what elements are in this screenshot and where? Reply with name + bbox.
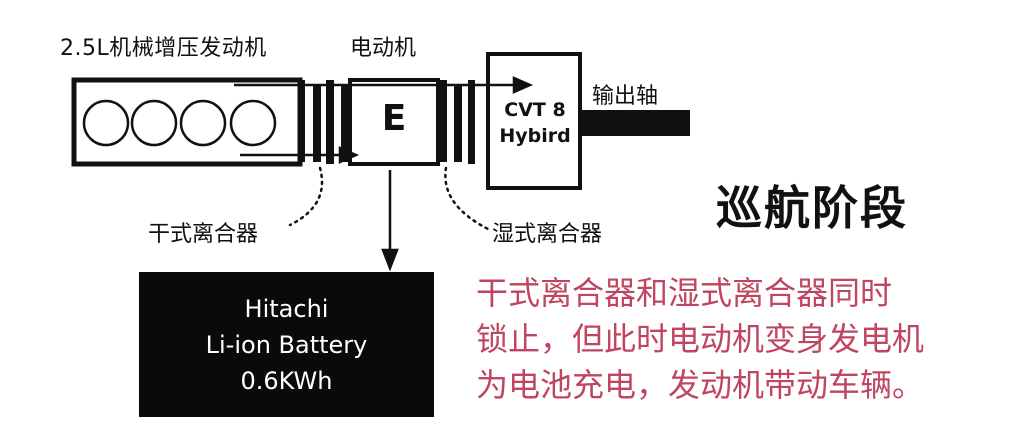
dry-clutch-plate-3 bbox=[326, 80, 334, 164]
wet-clutch-plate-1 bbox=[440, 80, 447, 162]
output-shaft-label: 输出轴 bbox=[592, 84, 659, 109]
motor-letter: E bbox=[381, 98, 407, 139]
stage-title: 巡航阶段 bbox=[716, 181, 908, 235]
wet-clutch-plates bbox=[440, 80, 475, 164]
cylinder-4 bbox=[229, 99, 277, 147]
dry-clutch-plate-1 bbox=[298, 80, 305, 162]
engine-cylinders bbox=[82, 99, 277, 147]
wet-clutch-plate-3 bbox=[468, 80, 475, 164]
dry-clutch-plate-2 bbox=[313, 84, 321, 162]
motor-label: 电动机 bbox=[350, 36, 417, 61]
power-flow-arrows bbox=[234, 76, 534, 272]
battery-line-1: Hitachi bbox=[244, 294, 329, 323]
cylinder-3 bbox=[179, 99, 227, 147]
description-line-2: 锁止，但此时电动机变身发电机 bbox=[476, 320, 925, 358]
dry-clutch-plate-4 bbox=[341, 84, 348, 162]
output-shaft bbox=[582, 110, 690, 136]
battery-line-2: Li-ion Battery bbox=[205, 330, 368, 359]
motor-to-battery-arrowhead bbox=[381, 248, 399, 272]
cvt-label-line-2: Hybird bbox=[499, 125, 571, 147]
description-line-3: 为电池充电，发动机带动车辆。 bbox=[476, 366, 925, 404]
cvt-box bbox=[486, 52, 582, 190]
wet-clutch-leader bbox=[444, 166, 492, 232]
cvt-label: CVT 8 Hybird bbox=[490, 97, 580, 149]
cylinder-2 bbox=[130, 99, 178, 147]
dry-clutch-label: 干式离合器 bbox=[148, 222, 259, 247]
description-line-1: 干式离合器和湿式离合器同时 bbox=[476, 274, 893, 312]
dry-clutch-plates bbox=[298, 80, 348, 164]
battery-line-3: 0.6KWh bbox=[240, 366, 333, 395]
cvt-label-line-1: CVT 8 bbox=[504, 99, 566, 121]
battery-box: Hitachi Li-ion Battery 0.6KWh bbox=[139, 272, 434, 417]
cylinder-1 bbox=[82, 99, 130, 147]
engine-to-motor-arrowhead bbox=[338, 146, 360, 164]
wet-clutch-plate-2 bbox=[454, 84, 462, 162]
engine-to-cvt-arrowhead bbox=[512, 76, 534, 94]
dry-clutch-leader bbox=[288, 166, 324, 227]
description-text: 干式离合器和湿式离合器同时 锁止，但此时电动机变身发电机 为电池充电，发动机带动… bbox=[476, 270, 1016, 408]
wet-clutch-label: 湿式离合器 bbox=[492, 222, 603, 247]
engine-label: 2.5L机械增压发动机 bbox=[60, 36, 267, 61]
motor-box bbox=[348, 78, 440, 166]
